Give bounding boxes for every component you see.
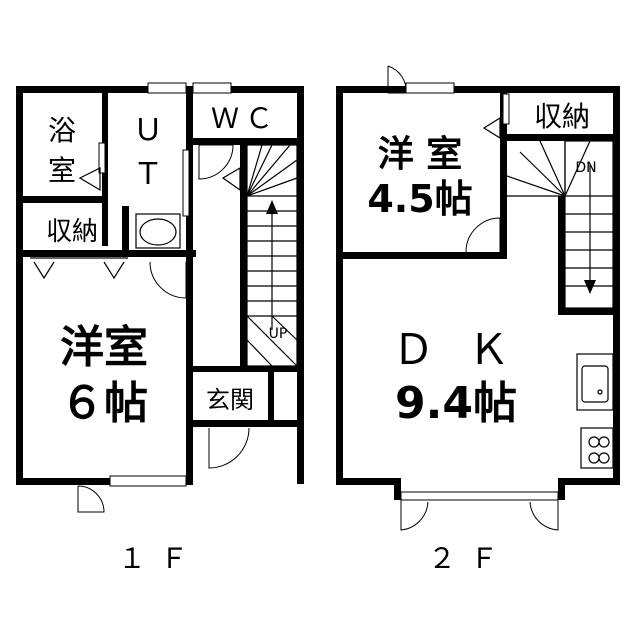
f1-ut-label-2: Ｔ xyxy=(133,157,163,192)
f2-western-label-1: 洋 室 xyxy=(378,134,463,175)
f1-stair-up-label: UP xyxy=(269,326,288,342)
f2-sink-drain xyxy=(597,389,603,395)
f2-stove-burner-3 xyxy=(588,452,600,464)
f1-entrance-label: 玄関 xyxy=(206,386,254,414)
floor-1: 浴 室 Ｕ Ｔ ＷＣ 収納 洋室 ６帖 玄関 UP １Ｆ xyxy=(16,82,304,575)
f2-wall-right xyxy=(613,86,620,484)
f1-bath-label-2: 室 xyxy=(48,154,76,187)
f1-wall-bath-bottom xyxy=(16,196,108,203)
f1-wall-shoebox xyxy=(268,366,274,424)
f2-stove-burner-2 xyxy=(598,436,610,448)
f2-wall-top xyxy=(336,86,620,93)
f1-western-door-swing xyxy=(149,261,187,299)
f1-terrace-door-swing xyxy=(77,485,105,513)
f2-sink xyxy=(581,365,609,403)
f2-stove-burner-1 xyxy=(588,436,600,448)
f2-dk-label-2: 9.4帖 xyxy=(395,378,517,429)
f2-wall-stair-bottom xyxy=(558,308,620,315)
f1-wc-label: ＷＣ xyxy=(211,102,279,135)
f1-wall-entrance-left xyxy=(186,420,193,485)
f1-wall-stair-left xyxy=(240,138,247,370)
f2-stove xyxy=(580,427,614,469)
f1-storage-door-l xyxy=(33,261,55,280)
f2-stove-burner-4 xyxy=(598,452,610,464)
f1-stair-arrow-head xyxy=(266,200,278,214)
f1-bath-door-mark xyxy=(78,167,101,192)
f2-storage-label: 収納 xyxy=(534,100,590,133)
f1-floor-label: １Ｆ xyxy=(118,542,202,575)
f2-bay-door-right xyxy=(529,500,559,531)
f2-wall-left xyxy=(336,86,343,484)
f1-wc-door-swing xyxy=(198,144,234,180)
f2-window-top xyxy=(405,82,455,94)
f2-storage-door-mark xyxy=(482,116,501,140)
f2-top-door-swing xyxy=(387,65,407,94)
f1-window-bottom xyxy=(109,475,187,487)
f2-wall-stair-left xyxy=(558,196,565,314)
f1-western-label-1: 洋室 xyxy=(60,322,148,373)
f2-wall-western-bottom xyxy=(336,252,506,259)
f2-stairs xyxy=(506,140,614,309)
f2-wall-bottom-right xyxy=(558,478,620,485)
f1-entrance-door-swing xyxy=(208,427,250,469)
f2-bay-left xyxy=(394,478,401,500)
f2-window-bay xyxy=(400,491,559,501)
f1-wall-storage-right xyxy=(122,206,129,250)
f2-bay-door-left xyxy=(400,500,429,531)
f1-stairs xyxy=(246,144,298,367)
f1-wall-storage-bottom xyxy=(16,250,196,257)
f1-western-label-2: ６帖 xyxy=(60,378,148,429)
f1-bath-door xyxy=(98,142,106,174)
f1-washbasin xyxy=(135,213,181,249)
f1-washbasin-bowl xyxy=(139,218,177,246)
f2-western-door-swing xyxy=(465,217,501,253)
f1-storage-label: 収納 xyxy=(46,217,98,247)
f2-dk-label-1: Ｄ Ｋ xyxy=(392,325,519,374)
f2-kitchen-counter xyxy=(576,353,614,411)
floor-2: 洋 室 4.5帖 収納 Ｄ Ｋ 9.4帖 DN ２Ｆ xyxy=(336,65,620,575)
f1-window-top-1 xyxy=(147,82,187,94)
f1-wall-entrance-top xyxy=(193,366,303,372)
f1-wall-wc-bottom xyxy=(193,138,303,145)
f2-bay-right xyxy=(558,478,565,500)
f1-storage-door-r xyxy=(103,261,125,280)
f2-wall-western-right xyxy=(500,86,507,259)
f1-window-top-2 xyxy=(192,82,232,94)
f2-storage-door xyxy=(502,93,510,125)
f1-ut-label-1: Ｕ xyxy=(133,113,163,148)
f1-wall-left xyxy=(16,86,23,484)
f1-wall-bottom xyxy=(16,478,192,485)
f1-wall-right xyxy=(297,86,304,484)
f1-ut-door xyxy=(182,149,190,217)
f2-stair-dn-label: DN xyxy=(575,160,596,176)
f2-stair-arrow-head xyxy=(584,280,596,294)
f1-wall-hall-left xyxy=(186,86,193,434)
f1-bath-label-1: 浴 xyxy=(48,114,76,147)
f2-wall-storage-bottom xyxy=(507,134,620,141)
f1-wall-entrance-bottom xyxy=(186,420,304,427)
f1-wc-door-mark xyxy=(221,166,241,192)
f2-floor-label: ２Ｆ xyxy=(428,542,512,575)
f2-wall-bottom-left xyxy=(336,478,400,485)
f2-western-label-2: 4.5帖 xyxy=(367,177,472,221)
